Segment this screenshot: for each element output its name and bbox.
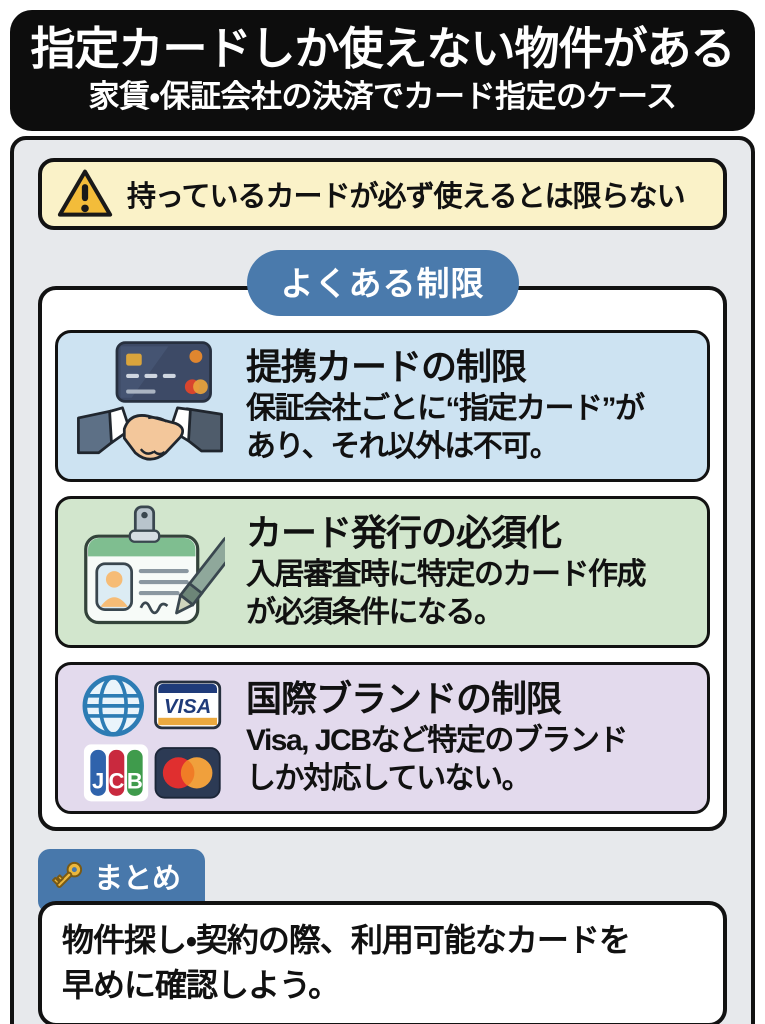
card-title: カード発行の必須化	[246, 511, 562, 553]
svg-text:C: C	[109, 768, 125, 793]
summary-tab-label: まとめ	[94, 862, 182, 895]
summary-text: 物件探し・契約の際、利用可能なカードを 早めに確認しよう。	[62, 921, 631, 1003]
card-body: 入居審査時に特定のカード作成 が必須条件になる。	[246, 557, 647, 630]
page-subtitle: 家賃・保証会社の決済でカード指定のケース	[88, 79, 678, 114]
card-brands-icon: VISA J C B	[66, 671, 234, 805]
warning-triangle-icon	[56, 168, 114, 220]
card-title: 提携カードの制限	[246, 345, 527, 387]
section-pill: よくある制限	[246, 249, 519, 316]
summary-box: 物件探し・契約の際、利用可能なカードを 早めに確認しよう。	[38, 900, 727, 1024]
page-title: 指定カードしか使えない物件がある	[30, 23, 735, 74]
svg-text:B: B	[127, 768, 143, 793]
restriction-card-brand: VISA J C B	[55, 661, 710, 814]
main-panel: 持っているカードが必ず使えるとは限らない よくある制限	[10, 135, 755, 1024]
svg-text:J: J	[92, 768, 104, 793]
key-icon	[50, 858, 86, 894]
svg-text:VISA: VISA	[164, 696, 211, 718]
id-card-pen-icon	[66, 505, 234, 639]
credit-card-handshake-icon	[66, 339, 234, 473]
restriction-card-issuance: カード発行の必須化 入居審査時に特定のカード作成 が必須条件になる。	[55, 495, 710, 648]
restriction-card-partner: 提携カードの制限 保証会社ごとに“指定カード”が あり、それ以外は不可。	[55, 329, 710, 482]
warning-box: 持っているカードが必ず使えるとは限らない	[38, 157, 727, 230]
globe-icon	[82, 674, 145, 737]
jcb-logo: J C B	[83, 744, 149, 802]
mastercard-logo	[154, 746, 221, 799]
card-body: Visa, JCBなど特定のブランド しか対応していない。	[246, 723, 628, 796]
card-title: 国際ブランドの制限	[246, 677, 562, 719]
header-banner: 指定カードしか使えない物件がある 家賃・保証会社の決済でカード指定のケース	[10, 10, 755, 131]
visa-logo: VISA	[154, 680, 222, 730]
cards-container: 提携カードの制限 保証会社ごとに“指定カード”が あり、それ以外は不可。	[38, 285, 727, 831]
warning-text: 持っているカードが必ず使えるとは限らない	[127, 180, 686, 213]
card-body: 保証会社ごとに“指定カード”が あり、それ以外は不可。	[246, 391, 645, 464]
